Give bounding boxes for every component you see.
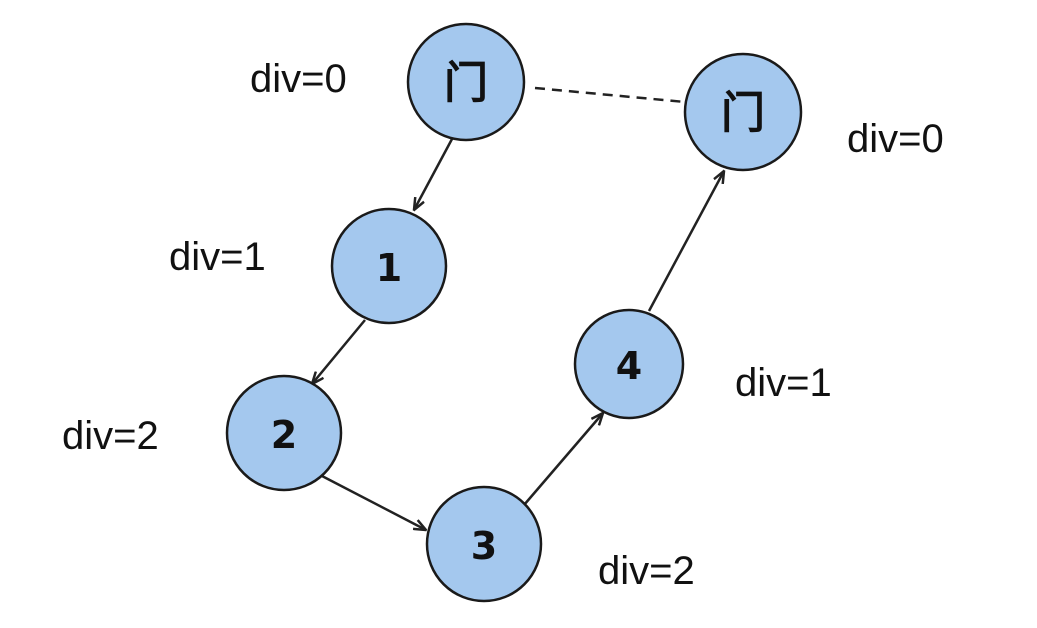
node-door-end: 门 (683, 52, 803, 172)
node-label: 4 (616, 344, 642, 388)
node-circle (406, 22, 526, 142)
node-label: 门 (721, 88, 765, 139)
node-door-start: 门 (406, 22, 526, 142)
div-label-1: div=1 (169, 235, 266, 279)
node-2: 2 (225, 374, 343, 492)
node-circle (330, 207, 448, 325)
node-circle (225, 374, 343, 492)
edge-4-to-door-end (647, 171, 724, 312)
node-1: 1 (330, 207, 448, 325)
node-4: 4 (573, 308, 685, 420)
node-circle (683, 52, 803, 172)
div-label-door-start: div=0 (250, 57, 347, 101)
edge-1-to-2 (312, 319, 366, 384)
div-label-2: div=2 (62, 414, 159, 458)
node-circle (573, 308, 685, 420)
node-label: 1 (376, 246, 402, 290)
edge-door-start-to-door-end-dashed (534, 86, 686, 104)
div-label-door-end: div=0 (847, 117, 944, 161)
edge-2-to-3 (321, 474, 426, 530)
node-label: 门 (444, 58, 488, 109)
node-circle (425, 485, 543, 603)
node-label: 3 (471, 524, 497, 568)
edges (312, 86, 724, 530)
div-label-4: div=1 (735, 361, 832, 405)
node-label: 2 (271, 413, 297, 457)
edge-3-to-4 (523, 413, 603, 506)
div-labels: div=0 div=0 div=1 div=2 div=2 div=1 (62, 57, 944, 593)
div-label-3: div=2 (598, 549, 695, 593)
node-3: 3 (425, 485, 543, 603)
edge-door-start-to-1 (414, 138, 454, 210)
